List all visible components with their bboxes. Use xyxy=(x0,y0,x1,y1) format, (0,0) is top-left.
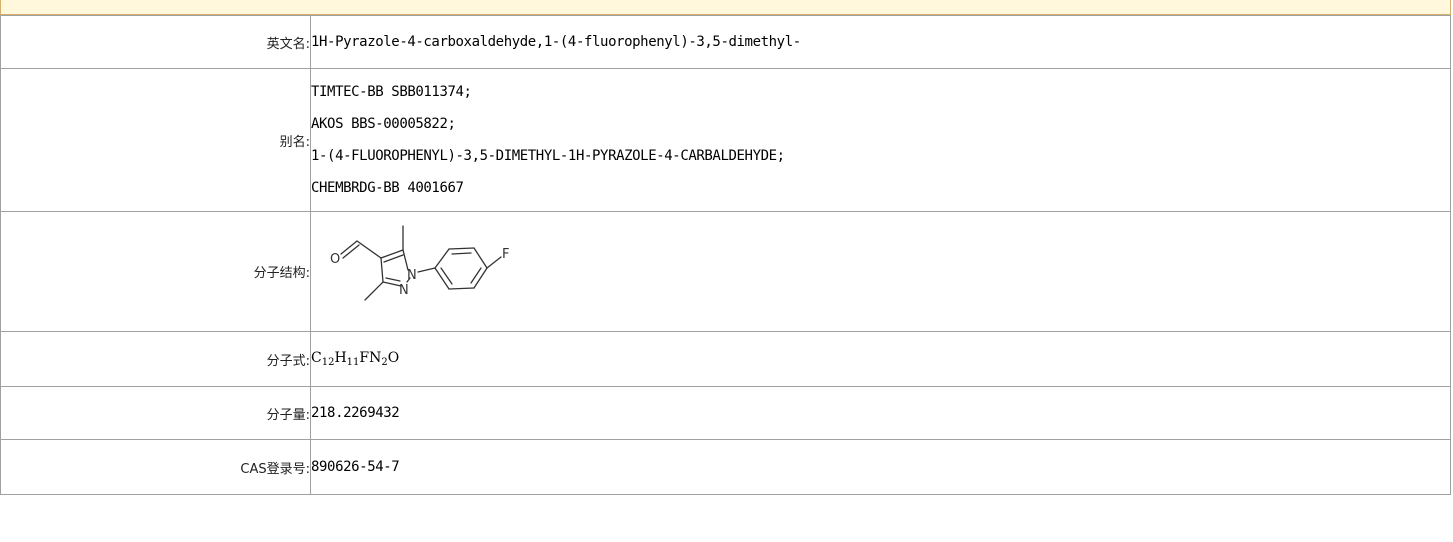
molecular-weight-label: 分子量: xyxy=(0,386,311,440)
row-structure: 分子结构: xyxy=(0,211,1451,332)
formula-subscript: 12 xyxy=(321,357,335,368)
fluorine-atom-label: F xyxy=(502,247,509,262)
compound-info-table: 英文名: 1H-Pyrazole-4-carboxaldehyde,1-(4-f… xyxy=(0,15,1451,495)
row-cas: CAS登录号: 890626-54-7 xyxy=(0,439,1451,495)
molecular-structure-diagram: O N N F xyxy=(330,224,509,301)
alias-item: AKOS BBS-00005822; xyxy=(311,115,456,132)
alias-item: 1-(4-FLUOROPHENYL)-3,5-DIMETHYL-1H-PYRAZ… xyxy=(311,147,785,164)
row-english-name: 英文名: 1H-Pyrazole-4-carboxaldehyde,1-(4-f… xyxy=(0,15,1451,69)
row-molecular-weight: 分子量: 218.2269432 xyxy=(0,386,1451,440)
oxygen-atom-label: O xyxy=(330,252,340,267)
header-band xyxy=(0,0,1451,15)
alias-item: CHEMBRDG-BB 4001667 xyxy=(311,179,464,196)
formula-element: C xyxy=(311,350,322,366)
alias-item: TIMTEC-BB SBB011374; xyxy=(311,83,472,100)
cas-value: 890626-54-7 xyxy=(310,439,1451,495)
structure-value: O N N F xyxy=(310,211,1451,332)
formula-element: H xyxy=(334,350,347,366)
nitrogen-atom-label: N xyxy=(407,268,417,283)
row-formula: 分子式: C12H11FN2O xyxy=(0,331,1451,387)
formula-value: C12H11FN2O xyxy=(310,331,1451,387)
formula-element: FN xyxy=(359,350,382,366)
formula-label: 分子式: xyxy=(0,331,311,387)
aliases-value: TIMTEC-BB SBB011374; AKOS BBS-00005822; … xyxy=(310,68,1451,212)
english-name-label: 英文名: xyxy=(0,15,311,69)
cas-label: CAS登录号: xyxy=(0,439,311,495)
aliases-label: 别名: xyxy=(0,68,311,212)
formula-subscript: 2 xyxy=(381,357,388,368)
formula-element: O xyxy=(387,350,400,366)
alias-list: TIMTEC-BB SBB011374; AKOS BBS-00005822; … xyxy=(311,71,1450,210)
formula-subscript: 11 xyxy=(346,357,360,368)
english-name-value: 1H-Pyrazole-4-carboxaldehyde,1-(4-fluoro… xyxy=(310,15,1451,69)
nitrogen-atom-label: N xyxy=(399,283,409,298)
molecular-weight-value: 218.2269432 xyxy=(310,386,1451,440)
structure-label: 分子结构: xyxy=(0,211,311,332)
row-aliases: 别名: TIMTEC-BB SBB011374; AKOS BBS-000058… xyxy=(0,68,1451,212)
